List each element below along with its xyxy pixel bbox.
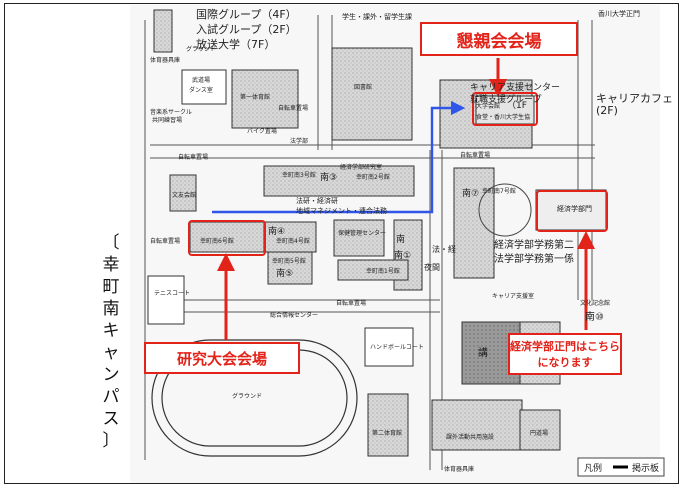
label-saiwai5: 幸町南5号館 <box>272 258 306 265</box>
label-saiwai-7: 幸町南7号館 <box>482 188 516 195</box>
title-char: 〔 <box>102 233 120 253</box>
konshinkai-callout: 懇親会会場 <box>420 22 578 56</box>
label-toshokan: 図書館 <box>354 84 373 91</box>
map-frame <box>4 3 679 484</box>
label-kyodo: 共同練習場 <box>152 117 183 124</box>
label-chiiki: 地域マネジメント・連合法務 <box>296 207 387 215</box>
label-hokei: 法研・経済研 <box>296 197 338 205</box>
label-jitensha1: 自転車置場 <box>178 154 209 161</box>
label-keizai-gakumu: 経済学部学務第二 <box>494 240 574 251</box>
kenkyu-callout: 研究大会会場 <box>144 342 300 374</box>
label-gakusei: 学生・課外・留学生課 <box>342 13 412 21</box>
label-kagawa-seimon: 香川大学正門 <box>598 10 640 18</box>
label-keizai-kenkyu: 経済学部研究室 <box>340 164 383 171</box>
label-saiwai3: 幸町南3号館 <box>282 172 316 179</box>
title-char: パ <box>102 387 120 407</box>
label-jitensha3: 自転車置場 <box>150 238 181 245</box>
label-hoso: 放送大学（7F） <box>196 38 276 51</box>
label-minami-7: 南⑦ <box>462 189 480 199</box>
highlight-saiwai6 <box>188 220 266 256</box>
label-minami: 南 <box>396 235 406 245</box>
title-char: ン <box>102 365 120 385</box>
label-bike: バイク置場 <box>247 128 277 135</box>
label-floor-1f: （1F <box>507 101 527 111</box>
label-jitensha4: 自転車置場 <box>460 152 491 159</box>
label-keizai-gakumon: 経済学部門 <box>557 205 592 213</box>
label-kagai: 課外活動共用施設 <box>446 434 495 441</box>
roads <box>144 15 595 470</box>
label-hoken: 保健管理センター <box>338 230 387 237</box>
highlight-keizai-gakumon <box>536 190 608 232</box>
label-minami3: 南③ <box>320 173 338 183</box>
seimon-line2: になります <box>537 356 593 369</box>
label-saiwai4: 幸町南4号館 <box>276 238 310 245</box>
label-hogakubu-gakumu: 法学部学務第一係 <box>494 254 574 265</box>
title-char: ス <box>102 409 120 429</box>
label-career-group: 就職支援グループ <box>470 95 542 105</box>
label-minami5: 南⑤ <box>276 269 294 279</box>
label-kokusai: 国際グループ（4F） <box>196 8 297 21</box>
label-taiikusha: 体育器具庫 <box>150 57 181 64</box>
label-ko: 講 <box>478 348 488 359</box>
label-saiwai1: 幸町南1号館 <box>366 268 400 275</box>
campus-title: 〔 幸 町 南 キ ャ ン パ ス 〕 <box>100 232 122 452</box>
label-daiichi-tai: 第一体育館 <box>240 94 271 101</box>
label-budojo: 武道場 <box>192 77 211 84</box>
label-nyushi: 入試グループ（2F） <box>196 23 297 36</box>
label-shokudo: 食堂・香川大学生協 <box>476 114 531 121</box>
label-saiwai6: 幸町南6号館 <box>200 238 234 245</box>
label-minami-10: 南⑩ <box>585 312 604 323</box>
label-bunka-kinen: 文化記念館 <box>580 300 611 307</box>
label-tennis: テニスコート <box>154 290 191 297</box>
highlight-daigaku-kaikan <box>472 92 538 126</box>
label-cafe-floor: (2F) <box>596 104 618 117</box>
title-char: 〕 <box>102 431 120 451</box>
label-bunyu: 文友会館 <box>172 192 197 199</box>
label-daini-tai: 第二体育館 <box>372 430 403 437</box>
title-char: 南 <box>102 299 120 319</box>
title-char: 幸 <box>102 255 120 275</box>
label-dance: ダンス室 <box>189 87 213 94</box>
label-ground-top: グラウンド <box>186 46 217 53</box>
label-jitensha2: 自転車置場 <box>278 105 309 112</box>
label-minami1: 南① <box>394 251 412 261</box>
route-path <box>212 100 466 214</box>
seimon-callout: 経済学部正門はこちら になります <box>508 333 622 375</box>
title-char: 町 <box>102 277 120 297</box>
label-hogakubu: 法学部 <box>290 138 309 145</box>
label-sogo: 総合情報センター <box>270 312 319 319</box>
label-taiiku-souko: 体育器具庫 <box>444 466 475 473</box>
label-yakan: 夜間 <box>424 263 440 272</box>
label-ground: グラウンド <box>232 393 263 400</box>
seimon-line1: 経済学部正門はこちら <box>510 340 620 353</box>
label-saiwai2: 幸町南2号館 <box>356 174 390 181</box>
label-ongaku: 音楽系サークル <box>150 109 192 116</box>
legend-label: 凡例 <box>584 464 603 474</box>
label-daigaku-kaikan: 大学会館 <box>476 103 501 110</box>
label-marudai: 円道場 <box>530 430 549 437</box>
title-char: キ <box>102 321 120 341</box>
label-career-cafe: キャリアカフェ <box>596 92 673 105</box>
label-career-center: キャリア支援センター <box>470 83 561 93</box>
title-char: ャ <box>102 343 120 363</box>
label-career-shien-shitsu: キャリア支援室 <box>492 293 535 300</box>
label-handball: ハンドボールコート <box>370 344 424 351</box>
label-minami4: 南④ <box>268 227 286 237</box>
label-hokeishu: 法・経 <box>432 245 456 254</box>
legend-item: 掲示板 <box>632 464 660 474</box>
label-jitensha5: 自転車置場 <box>336 300 367 307</box>
